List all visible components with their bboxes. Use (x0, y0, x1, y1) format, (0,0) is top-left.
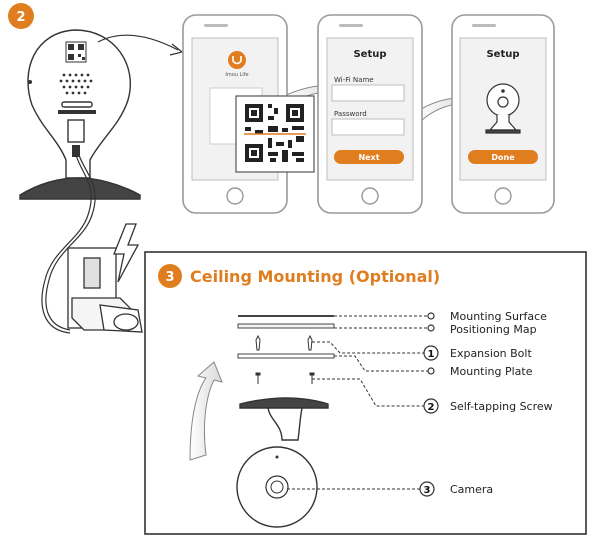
part-number: 3 (424, 485, 431, 496)
qr-code-icon (245, 104, 304, 162)
expansion-bolt-left (255, 334, 261, 351)
phone-3: Setup Done (451, 14, 555, 214)
callout-ring (427, 312, 435, 320)
step-2-number: 2 (16, 10, 25, 25)
power-adapter (67, 247, 143, 333)
app-logo-icon (228, 51, 246, 69)
step-2-badge: 2 (8, 3, 34, 29)
part-label-mounting-surface: Mounting Surface (450, 310, 547, 323)
callout-badge-3 (419, 481, 435, 497)
part-label-expansion-bolt: Expansion Bolt (450, 347, 532, 360)
speaker-grille (59, 73, 93, 95)
done-button-label: Done (491, 153, 515, 162)
step-3-title: Ceiling Mounting (Optional) (190, 267, 440, 286)
positioning-map (237, 323, 335, 329)
part-label-positioning-map: Positioning Map (450, 323, 537, 336)
part-label-camera: Camera (450, 483, 493, 496)
next-button[interactable]: Next (334, 150, 404, 164)
camera-icon (485, 83, 521, 134)
next-button-label: Next (358, 153, 379, 162)
arrow-camera-to-phone1 (97, 34, 184, 56)
step-3-badge: 3 (158, 264, 182, 288)
password-label: Password (334, 110, 367, 118)
callout-ring (427, 367, 435, 375)
lightning-icon (113, 223, 140, 283)
power-cable (41, 154, 96, 334)
wifi-name-field[interactable] (331, 84, 405, 102)
leader-lines (287, 315, 428, 490)
expansion-bolt-right (307, 334, 313, 351)
qr-code-card (235, 95, 315, 173)
camera-side-illustration (19, 29, 141, 200)
callout-ring (427, 324, 435, 332)
callout-markers (419, 312, 439, 497)
step-3-panel (144, 251, 587, 535)
callout-badge-1 (423, 345, 439, 361)
phone-2: Setup Wi-Fi Name Password Next (317, 14, 423, 214)
self-tapping-screw-left (255, 372, 261, 384)
callout-badge-2 (423, 398, 439, 414)
setup-title: Setup (486, 49, 519, 60)
setup-title: Setup (353, 49, 386, 60)
part-number: 1 (428, 349, 435, 360)
app-name: Imou Life (225, 72, 248, 78)
part-number: 2 (428, 402, 435, 413)
camera-ceiling-illustration (236, 397, 329, 528)
step-3-number: 3 (165, 270, 174, 285)
done-button[interactable]: Done (468, 150, 538, 164)
wifi-name-label: Wi-Fi Name (334, 76, 374, 84)
mounting-plate (237, 353, 335, 359)
upward-arrow (189, 361, 223, 461)
part-label-self-tapping-screw: Self-tapping Screw (450, 400, 553, 413)
password-field[interactable] (331, 118, 405, 136)
part-label-mounting-plate: Mounting Plate (450, 365, 533, 378)
